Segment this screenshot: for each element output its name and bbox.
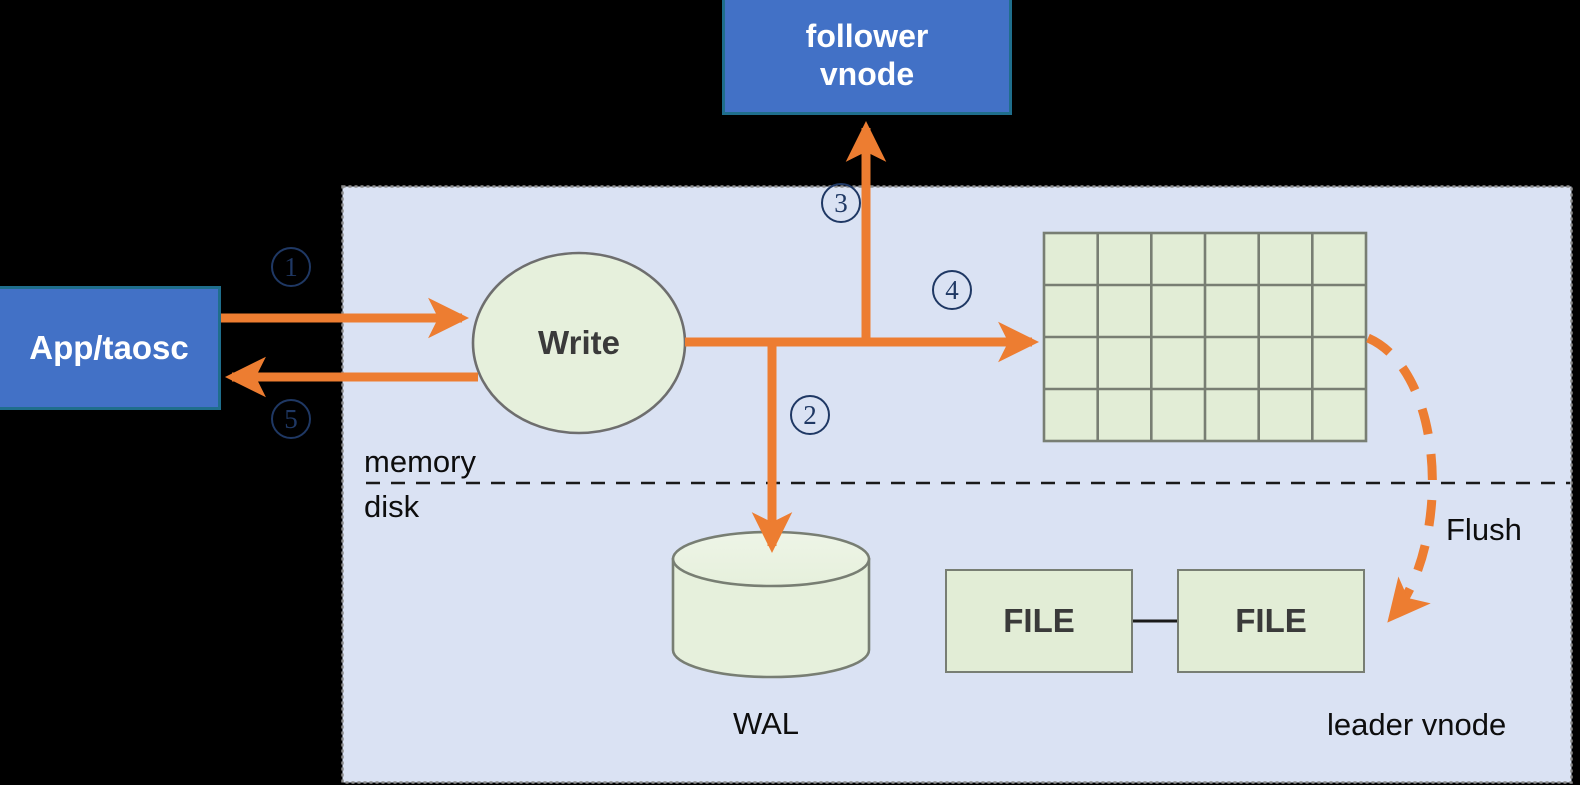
flush-label: Flush <box>1446 512 1522 547</box>
step-number-3: 3 <box>821 183 861 223</box>
wal-label: WAL <box>733 706 800 741</box>
disk-label: disk <box>364 489 420 524</box>
edge-flush-dashed <box>1366 333 1437 623</box>
follower-vnode-label-line1: follower <box>805 17 929 54</box>
step-number-5: 5 <box>271 399 311 439</box>
file-node-1[interactable]: FILE <box>945 569 1133 673</box>
memtable-grid <box>1042 231 1368 443</box>
leader-vnode-label: leader vnode <box>1327 707 1507 742</box>
follower-vnode-label-line2: vnode <box>819 55 915 92</box>
app-taosc-node[interactable]: App/taosc <box>0 286 221 410</box>
file-node-2-label: FILE <box>1235 602 1307 639</box>
follower-vnode-node[interactable]: follower vnode <box>722 0 1012 115</box>
file-node-2[interactable]: FILE <box>1177 569 1365 673</box>
file-node-1-label: FILE <box>1003 602 1075 639</box>
write-node-shape <box>471 251 687 435</box>
step-number-2: 2 <box>790 395 830 435</box>
memory-label: memory <box>364 444 476 479</box>
wal-cylinder <box>671 530 871 679</box>
app-taosc-label: App/taosc <box>29 328 189 366</box>
step-number-4: 4 <box>932 270 972 310</box>
step-number-1: 1 <box>271 247 311 287</box>
